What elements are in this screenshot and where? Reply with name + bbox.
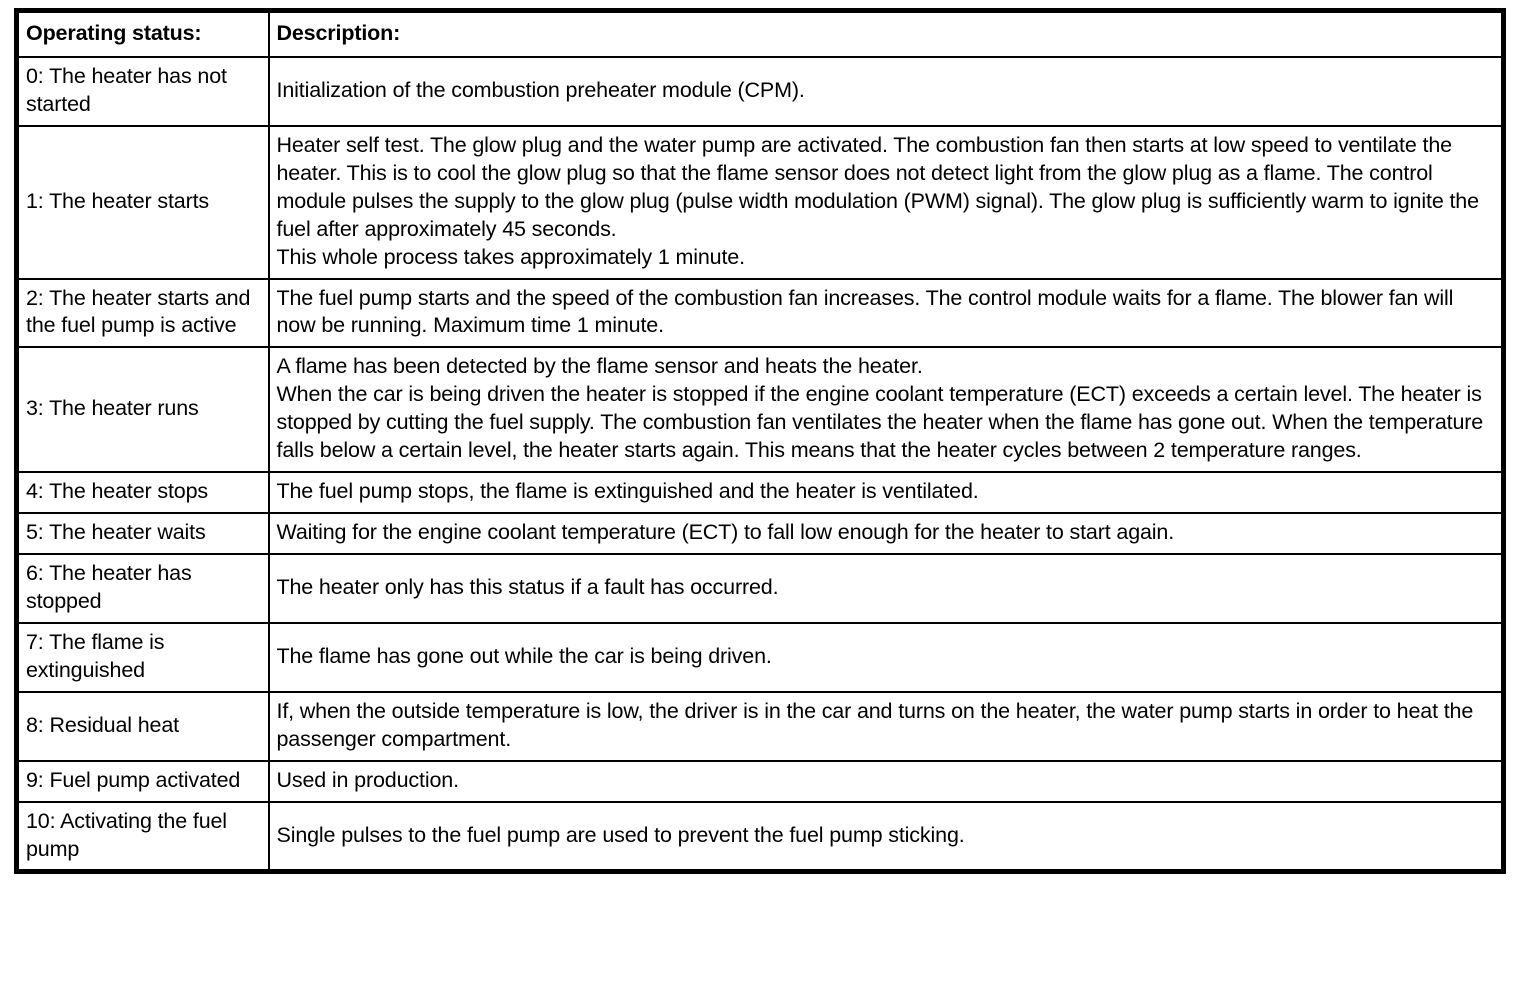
cell-operating-status: 1: The heater starts xyxy=(15,124,270,280)
cell-description: The flame has gone out while the car is … xyxy=(267,621,1505,693)
cell-description: Used in production. xyxy=(267,759,1505,803)
table-row: 8: Residual heat If, when the outside te… xyxy=(15,690,1505,762)
cell-operating-status: 8: Residual heat xyxy=(15,690,270,762)
cell-operating-status: 7: The flame is extinguished xyxy=(15,621,270,693)
cell-operating-status: 9: Fuel pump activated xyxy=(15,759,270,803)
table-row: 6: The heater has stopped The heater onl… xyxy=(15,553,1505,624)
table-row: 9: Fuel pump activated Used in productio… xyxy=(15,759,1505,803)
cell-operating-status: 3: The heater runs xyxy=(15,346,270,474)
table-row: 0: The heater has not started Initializa… xyxy=(15,55,1505,127)
table-row: 4: The heater stops The fuel pump stops,… xyxy=(15,471,1505,515)
cell-operating-status: 2: The heater starts and the fuel pump i… xyxy=(15,277,270,349)
cell-description: Single pulses to the fuel pump are used … xyxy=(267,800,1505,873)
cell-description: Waiting for the engine coolant temperatu… xyxy=(267,512,1505,555)
table-row: 5: The heater waits Waiting for the engi… xyxy=(15,512,1505,555)
table-header-row: Operating status: Description: xyxy=(15,9,1505,58)
table-row: 3: The heater runs A flame has been dete… xyxy=(15,346,1505,474)
column-header-description: Description: xyxy=(267,9,1505,58)
cell-description: The heater only has this status if a fau… xyxy=(267,553,1505,624)
cell-description: If, when the outside temperature is low,… xyxy=(267,690,1505,762)
table-row: 10: Activating the fuel pump Single puls… xyxy=(15,800,1505,873)
cell-description: A flame has been detected by the flame s… xyxy=(267,346,1505,474)
table-row: 2: The heater starts and the fuel pump i… xyxy=(15,277,1505,349)
cell-operating-status: 4: The heater stops xyxy=(15,471,270,515)
cell-description: Initialization of the combustion preheat… xyxy=(267,55,1505,127)
table-row: 7: The flame is extinguished The flame h… xyxy=(15,621,1505,693)
table-header: Operating status: Description: xyxy=(15,9,1505,58)
cell-operating-status: 6: The heater has stopped xyxy=(15,553,270,624)
cell-description: Heater self test. The glow plug and the … xyxy=(267,124,1505,280)
cell-description: The fuel pump starts and the speed of th… xyxy=(267,277,1505,349)
column-header-operating-status: Operating status: xyxy=(15,9,270,58)
operating-status-table: Operating status: Description: 0: The he… xyxy=(14,8,1506,875)
cell-operating-status: 0: The heater has not started xyxy=(15,55,270,127)
table-body: 0: The heater has not started Initializa… xyxy=(15,55,1505,873)
cell-description: The fuel pump stops, the flame is exting… xyxy=(267,471,1505,515)
cell-operating-status: 5: The heater waits xyxy=(15,512,270,555)
cell-operating-status: 10: Activating the fuel pump xyxy=(15,800,270,873)
table-row: 1: The heater starts Heater self test. T… xyxy=(15,124,1505,280)
